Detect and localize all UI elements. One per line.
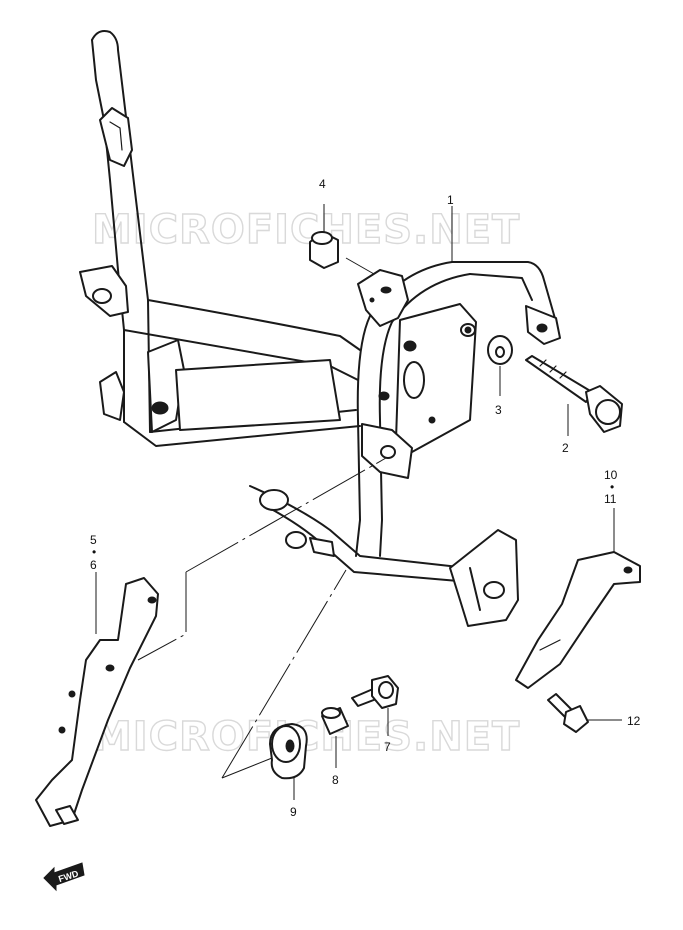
right-bracket-part-10-11 <box>515 508 641 689</box>
callout-9: 9 <box>290 805 297 819</box>
grommet-part-9 <box>269 723 308 800</box>
callout-11: 11 <box>604 492 617 506</box>
callout-5: 5 <box>90 533 97 547</box>
callout-8: 8 <box>332 773 339 787</box>
callout-separator-10-11: • <box>610 480 614 494</box>
bolt-part-7 <box>351 675 399 736</box>
callout-6: 6 <box>90 558 97 572</box>
callout-2: 2 <box>562 441 569 455</box>
watermark-top: MICROFICHES.NET <box>92 207 520 253</box>
callout-separator-5-6: • <box>92 545 96 559</box>
collar-part-8 <box>321 707 349 768</box>
fwd-arrow-icon: FWD <box>43 862 85 892</box>
callout-4: 4 <box>319 177 326 191</box>
screw-part-12 <box>547 693 622 733</box>
washer-part-3 <box>487 335 513 396</box>
callout-3: 3 <box>495 403 502 417</box>
clip-bracket <box>357 269 409 327</box>
left-bracket-part-5-6 <box>35 572 159 827</box>
callout-12: 12 <box>627 714 641 728</box>
callout-1: 1 <box>447 193 454 207</box>
callout-10: 10 <box>604 468 618 482</box>
main-bracket <box>79 30 561 779</box>
nut-part-4 <box>309 204 375 275</box>
callout-7: 7 <box>384 740 391 754</box>
bolt-part-2 <box>525 355 623 436</box>
